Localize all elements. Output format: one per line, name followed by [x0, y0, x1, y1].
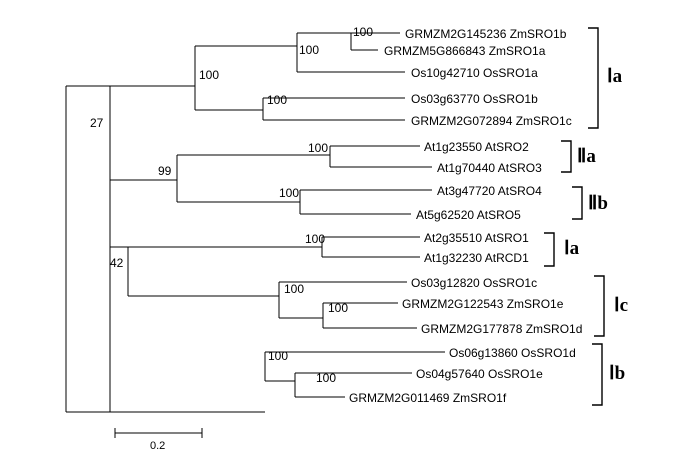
bootstrap-label: 100: [267, 93, 287, 107]
bracket-ic: [594, 275, 605, 337]
leaf-label: Os03g63770 OsSRO1b: [411, 92, 538, 106]
bracket-iib: [572, 186, 583, 220]
scale-bar-label: 0.2: [150, 440, 165, 452]
branch-node-99: [176, 154, 330, 203]
bootstrap-label: 99: [158, 164, 172, 178]
branch-node-ib-inner: [294, 372, 412, 398]
group-label-ia: Ⅰa: [607, 66, 623, 87]
bootstrap-label: 100: [284, 282, 304, 296]
leaf-label: Os06g13860 OsSRO1d: [449, 346, 576, 360]
branch-node-ib-root: [264, 351, 445, 382]
leaf-label: At3g47720 AtSRO4: [437, 184, 542, 198]
group-label-iib: Ⅱb: [588, 193, 608, 214]
bootstrap-label: 100: [199, 68, 219, 82]
leaf-label: At1g23550 AtSRO2: [424, 140, 529, 154]
branch-root: [65, 85, 110, 413]
branch-node-27: [109, 85, 195, 412]
bootstrap-label: 100: [305, 232, 325, 246]
branch-node-iib: [299, 189, 432, 215]
group-labels: Ⅰa Ⅱa Ⅱb Ⅰa Ⅰc Ⅰb: [564, 66, 628, 384]
leaf-label: GRMZM2G072894 ZmSRO1c: [411, 114, 572, 128]
scale-bar-line: [114, 428, 203, 438]
leaf-label: Os10g42710 OsSRO1a: [411, 66, 538, 80]
leaf-label: Os03g12820 OsSRO1c: [411, 276, 537, 290]
branch-node-zm-e-d: [322, 302, 417, 329]
branch-node-42: [109, 246, 322, 412]
bootstrap-label: 100: [268, 349, 288, 363]
leaf-label: At1g70440 AtSRO3: [437, 161, 542, 175]
bracket-iia: [561, 140, 572, 173]
scale-bar: 0.2: [114, 428, 203, 452]
branch-node-iia: [329, 145, 432, 168]
leaf-label: GRMZM2G177878 ZmSRO1d: [421, 322, 582, 336]
bracket-ia-upper: [588, 27, 599, 129]
group-label-ia: Ⅰa: [564, 238, 580, 259]
bootstrap-label: 100: [328, 301, 348, 315]
bootstrap-label: 42: [110, 256, 124, 270]
branch-node-zm-pair: [350, 32, 378, 51]
bootstrap-label: 100: [316, 371, 336, 385]
tree-branches: [65, 32, 445, 413]
leaf-labels: GRMZM2G145236 ZmSRO1b GRMZM5G866843 ZmSR…: [349, 27, 582, 405]
leaf-label: Os04g57640 OsSRO1e: [416, 367, 543, 381]
bracket-ib: [592, 343, 603, 406]
leaf-label: At5g62520 AtSRO5: [416, 208, 521, 222]
branch-node-ia-lower: [321, 236, 420, 258]
leaf-label: GRMZM5G866843 ZmSRO1a: [384, 44, 546, 58]
bootstrap-label: 100: [279, 186, 299, 200]
branch-node-ic: [278, 281, 407, 319]
leaf-label: At1g32230 AtRCD1: [424, 251, 529, 265]
leaf-label: GRMZM2G145236 ZmSRO1b: [405, 27, 567, 41]
group-label-iia: Ⅱa: [577, 146, 596, 167]
bootstrap-label: 100: [299, 43, 319, 57]
leaf-label: GRMZM2G011469 ZmSRO1f: [349, 391, 507, 405]
group-brackets: [544, 27, 605, 406]
bootstrap-label: 100: [308, 141, 328, 155]
leaf-label: GRMZM2G122543 ZmSRO1e: [402, 297, 564, 311]
group-label-ib: Ⅰb: [609, 363, 625, 384]
bootstrap-label: 100: [353, 25, 373, 39]
bootstrap-values: 100 100 100 100 27 100 99 100 100 42 100…: [90, 25, 373, 385]
group-label-ic: Ⅰc: [614, 295, 628, 316]
bracket-ia-lower: [544, 232, 555, 267]
branch-node-os03-zm: [262, 97, 405, 121]
branch-node-ia: [194, 45, 297, 111]
leaf-label: At2g35510 AtSRO1: [424, 231, 529, 245]
branch-node-zm-os: [296, 32, 405, 73]
bootstrap-label: 27: [90, 116, 104, 130]
